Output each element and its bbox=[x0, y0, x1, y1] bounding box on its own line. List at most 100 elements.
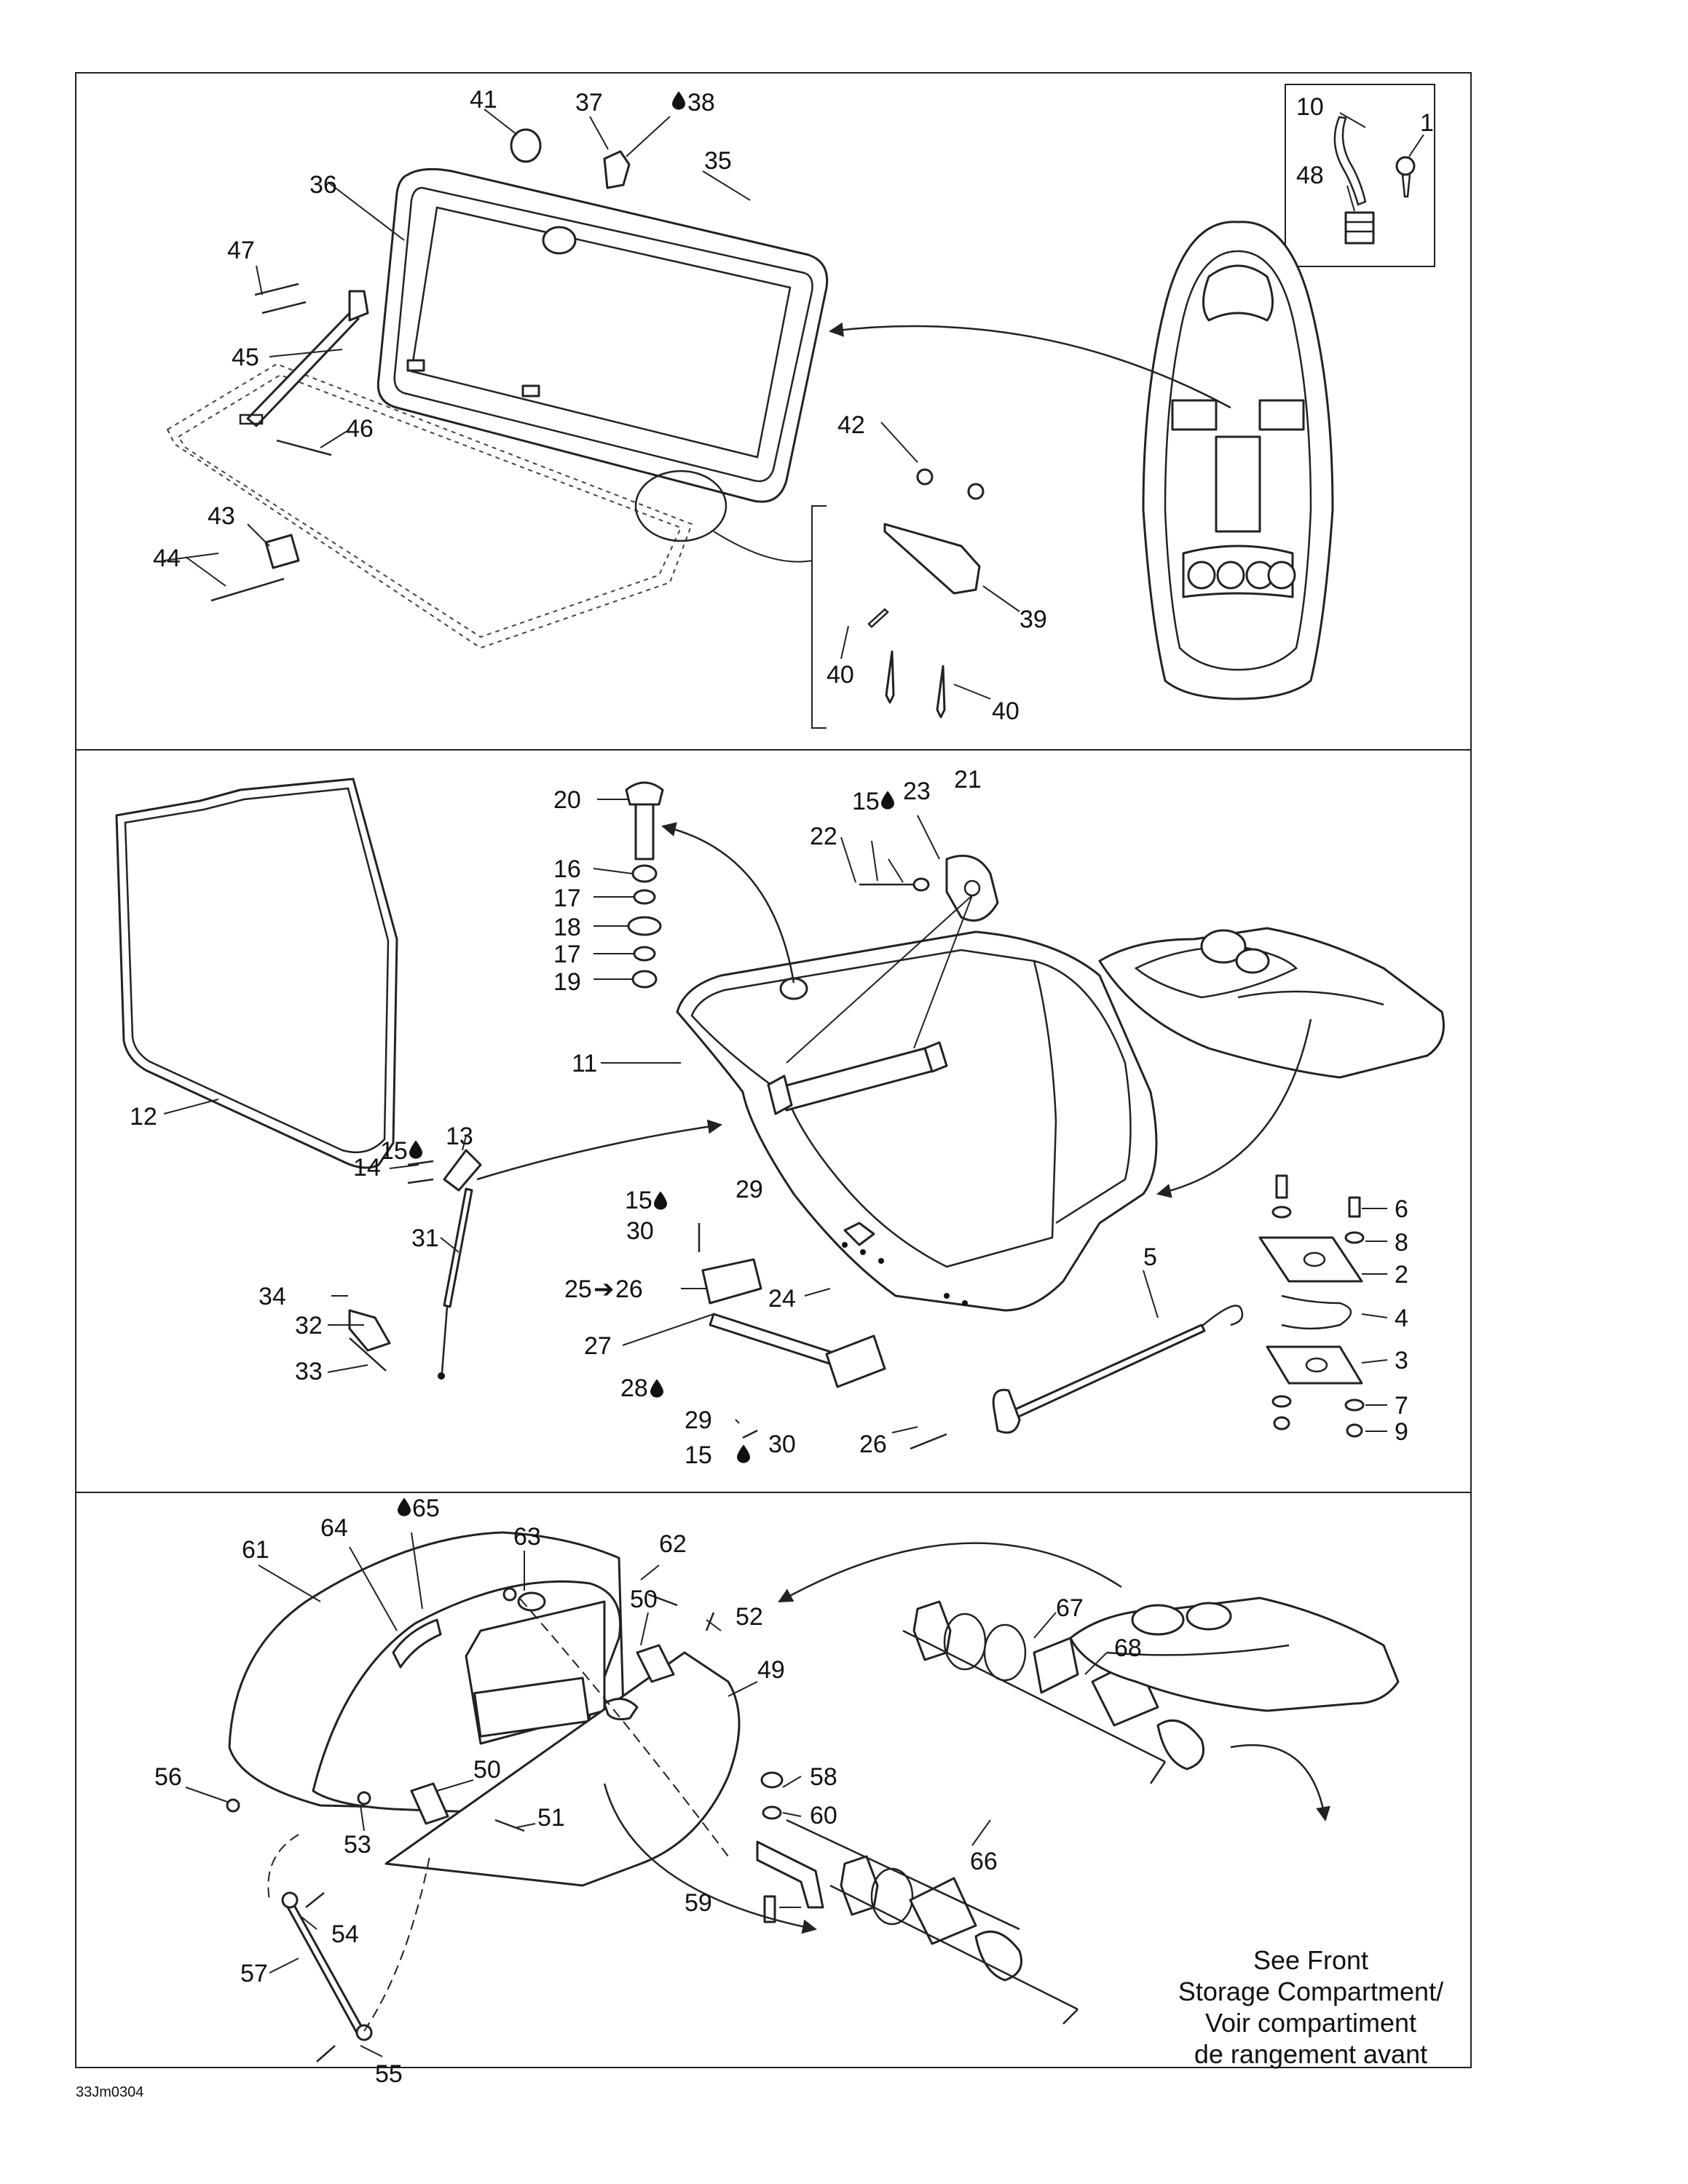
callout-66: 66 bbox=[970, 1848, 998, 1875]
arrow-to-glove-box bbox=[778, 1542, 1122, 1603]
bracket-assembly bbox=[756, 1771, 824, 1923]
callout-58: 58 bbox=[810, 1763, 837, 1791]
middle-panel bbox=[115, 553, 1445, 1450]
clip-part-48 bbox=[1344, 211, 1375, 245]
lubricant-drop-icon bbox=[654, 1191, 667, 1210]
callout-22: 22 bbox=[810, 823, 837, 850]
callout-24: 24 bbox=[768, 1285, 796, 1313]
lubricant-drop-icon bbox=[409, 1140, 422, 1159]
callout-53: 53 bbox=[344, 1831, 371, 1859]
top-panel bbox=[166, 84, 1435, 729]
callout-8: 8 bbox=[1395, 1229, 1408, 1257]
latch-kit bbox=[786, 1600, 1204, 2025]
callout-30-a: 30 bbox=[626, 1217, 654, 1245]
callout-27: 27 bbox=[584, 1332, 612, 1360]
fastener-inset-box bbox=[1285, 84, 1435, 267]
lubricant-drop-icon bbox=[398, 1497, 411, 1516]
rivets-47 bbox=[254, 282, 307, 314]
note-line-3: Voir compartiment bbox=[1205, 2008, 1416, 2038]
callout-50-a: 50 bbox=[630, 1586, 658, 1613]
callout-33: 33 bbox=[295, 1358, 323, 1385]
latch-block-21 bbox=[786, 855, 999, 1064]
knob-41 bbox=[510, 128, 542, 163]
callout-55: 55 bbox=[375, 2060, 403, 2088]
callout-25: 25 bbox=[564, 1275, 592, 1303]
callout-45: 45 bbox=[232, 344, 259, 371]
callout-46: 46 bbox=[346, 415, 374, 443]
lid-support-cable bbox=[239, 290, 369, 427]
watercraft-side-view bbox=[1098, 927, 1445, 1079]
drawing-code: 33Jm0304 bbox=[76, 2084, 143, 2100]
hinge-detail-box bbox=[811, 468, 985, 729]
callout-2: 2 bbox=[1395, 1261, 1408, 1289]
lubricant-drop-icon bbox=[737, 1444, 750, 1463]
callout-49: 49 bbox=[757, 1656, 785, 1684]
callout-15-c: 15 bbox=[625, 1187, 652, 1214]
callout-4: 4 bbox=[1395, 1305, 1408, 1332]
callout-48: 48 bbox=[1296, 162, 1324, 189]
watercraft-top-view bbox=[1142, 221, 1334, 700]
screw-part-1 bbox=[1395, 156, 1416, 198]
callout-6: 6 bbox=[1395, 1195, 1408, 1223]
note-line-4: de rangement avant bbox=[1194, 2039, 1427, 2069]
storage-bin-outline-inner bbox=[177, 373, 682, 638]
callout-64: 64 bbox=[320, 1514, 348, 1542]
callout-50-b: 50 bbox=[473, 1756, 501, 1784]
callout-52: 52 bbox=[735, 1603, 763, 1631]
callout-38: 38 bbox=[687, 89, 715, 116]
callout-57: 57 bbox=[240, 1960, 268, 1987]
front-storage-compartment bbox=[676, 930, 1158, 1312]
callout-54: 54 bbox=[331, 1920, 359, 1948]
callout-10: 10 bbox=[1296, 93, 1324, 121]
note-line-1: See Front bbox=[1253, 1945, 1368, 1975]
callout-26-b: 26 bbox=[859, 1431, 887, 1458]
callout-34: 34 bbox=[259, 1283, 286, 1310]
callout-20: 20 bbox=[553, 786, 581, 814]
callout-3: 3 bbox=[1395, 1347, 1408, 1374]
arrow-to-lid bbox=[829, 322, 1231, 409]
check-strap bbox=[267, 1834, 430, 2062]
arrow-to-compartment bbox=[1156, 1018, 1312, 1198]
callout-40-a: 40 bbox=[827, 661, 854, 689]
watercraft-side-view-bottom bbox=[1069, 1597, 1400, 1712]
hinge-50-a bbox=[636, 1644, 675, 1683]
callout-29-b: 29 bbox=[685, 1406, 712, 1434]
callout-41: 41 bbox=[470, 86, 497, 114]
callout-9: 9 bbox=[1395, 1418, 1408, 1446]
gas-strut bbox=[348, 1149, 482, 1380]
lubricant-drop-icon bbox=[881, 791, 894, 810]
callout-65: 65 bbox=[412, 1495, 440, 1522]
callout-28: 28 bbox=[620, 1374, 648, 1402]
callout-16: 16 bbox=[553, 855, 581, 883]
callout-15-d: 15 bbox=[685, 1441, 712, 1469]
outer-frame bbox=[75, 72, 1472, 2068]
callout-67: 67 bbox=[1056, 1594, 1084, 1622]
lubricant-drop-icon bbox=[672, 91, 685, 110]
callout-15-b: 15 bbox=[380, 1137, 408, 1165]
callout-1: 1 bbox=[1420, 109, 1434, 137]
callout-15-a: 15 bbox=[852, 788, 880, 815]
bottom-panel-callouts: 65 64 63 62 61 50 52 49 56 50 51 53 54 5… bbox=[154, 1495, 1443, 2088]
callout-5: 5 bbox=[1143, 1243, 1157, 1271]
release-cable bbox=[992, 1305, 1244, 1434]
callout-17-a: 17 bbox=[553, 885, 581, 912]
lubricant-drop-icon bbox=[650, 1379, 663, 1398]
callout-14: 14 bbox=[353, 1154, 381, 1182]
callout-18: 18 bbox=[553, 914, 581, 941]
callout-13: 13 bbox=[446, 1123, 473, 1150]
callout-12: 12 bbox=[130, 1103, 157, 1131]
latch-stack bbox=[1258, 1174, 1365, 1438]
callout-56: 56 bbox=[154, 1763, 182, 1791]
hinge-assembly bbox=[698, 1222, 947, 1450]
glove-box-tray bbox=[384, 1651, 741, 1887]
callout-62: 62 bbox=[659, 1530, 687, 1558]
callout-51: 51 bbox=[537, 1804, 565, 1832]
callout-43: 43 bbox=[208, 502, 235, 530]
callout-36: 36 bbox=[309, 171, 337, 199]
callout-29-a: 29 bbox=[735, 1176, 763, 1203]
callout-37: 37 bbox=[575, 89, 603, 116]
zoom-circle bbox=[634, 470, 727, 542]
callout-63: 63 bbox=[513, 1523, 541, 1551]
bottom-panel bbox=[185, 1531, 1400, 2062]
rivets-46 bbox=[276, 439, 332, 456]
